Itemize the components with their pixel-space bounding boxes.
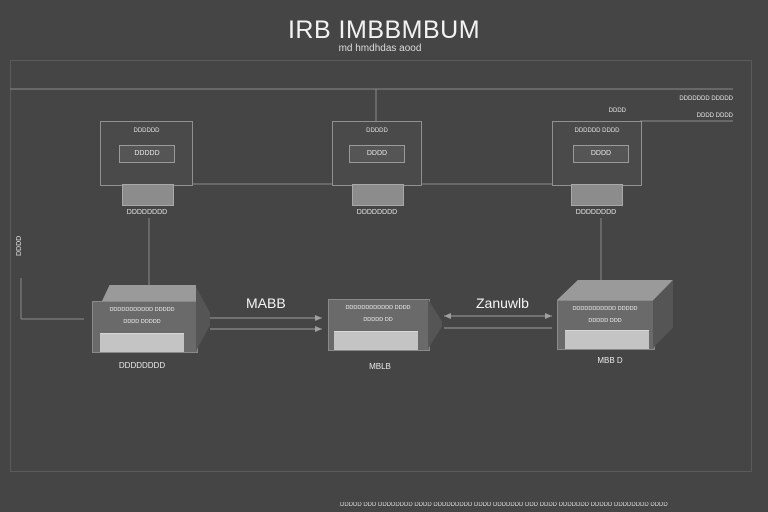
top-node-1: DDDDDD DDDDD bbox=[100, 121, 193, 186]
top-node-label: DDDDDD DDDD bbox=[574, 128, 620, 134]
top-node-label: DDDDD bbox=[366, 128, 388, 134]
device-strip bbox=[100, 333, 184, 352]
diagram-frame bbox=[10, 60, 752, 472]
device-3: DDDDDDDDDDD DDDDD DDDDD DDD bbox=[553, 280, 673, 350]
top-node-base bbox=[571, 184, 623, 206]
device-side bbox=[428, 299, 442, 349]
device-text: DDDDDDDDDDDD DDDD bbox=[345, 305, 411, 311]
device-text: DDDDDDDDDDD DDDDD bbox=[109, 307, 175, 313]
top-node-inner: DDDDD bbox=[119, 145, 175, 163]
diagram-title: IRB IMBBMBUM bbox=[287, 16, 481, 44]
device-strip bbox=[565, 330, 649, 349]
top-node-caption: DDDDDDDD bbox=[126, 209, 168, 216]
top-node-inner: DDDD bbox=[573, 145, 629, 163]
top-node-base bbox=[352, 184, 404, 206]
top-node-caption: DDDDDDDD bbox=[356, 209, 398, 216]
device-text: DDDDDDDDDDD DDDDD bbox=[572, 306, 638, 312]
legend-item: DDDDDDD DDDDD bbox=[679, 96, 733, 102]
device-strip bbox=[334, 331, 418, 350]
device-label: DDDDDDDD bbox=[118, 361, 166, 370]
device-top bbox=[557, 280, 673, 300]
device-2: DDDDDDDDDDDD DDDD DDDDD DD bbox=[328, 299, 442, 351]
device-1: DDDDDDDDDDD DDDDD DDDD DDDDD bbox=[88, 285, 210, 353]
device-text: DDDDD DD bbox=[363, 317, 393, 323]
top-node-caption: DDDDDDDD bbox=[575, 209, 617, 216]
arrow-label: MABB bbox=[246, 295, 286, 311]
footer-text: DDDDD DDD DDDDDDDD DDDD DDDDDDDDD DDDD D… bbox=[340, 502, 668, 508]
top-node-3: DDDDDD DDDD DDDD bbox=[552, 121, 642, 186]
top-node-label: DDDDDD bbox=[133, 128, 160, 134]
top-node-2: DDDDD DDDD bbox=[332, 121, 422, 186]
diagram-subtitle: md hmdhdas aood bbox=[338, 43, 422, 54]
legend-item: DDDD bbox=[608, 108, 626, 114]
device-label: MBLB bbox=[369, 362, 391, 371]
side-label: DDDD bbox=[16, 235, 23, 256]
device-label: MBB D bbox=[597, 356, 623, 365]
legend-item: DDDD DDDD bbox=[696, 113, 733, 119]
device-text: DDDDD DDD bbox=[588, 318, 622, 324]
top-node-base bbox=[122, 184, 174, 206]
device-text: DDDD DDDDD bbox=[123, 319, 161, 325]
device-top bbox=[102, 285, 196, 301]
device-side bbox=[653, 280, 673, 348]
arrow-label: Zanuwlb bbox=[476, 295, 529, 311]
top-node-inner: DDDD bbox=[349, 145, 405, 163]
device-side bbox=[196, 287, 210, 351]
